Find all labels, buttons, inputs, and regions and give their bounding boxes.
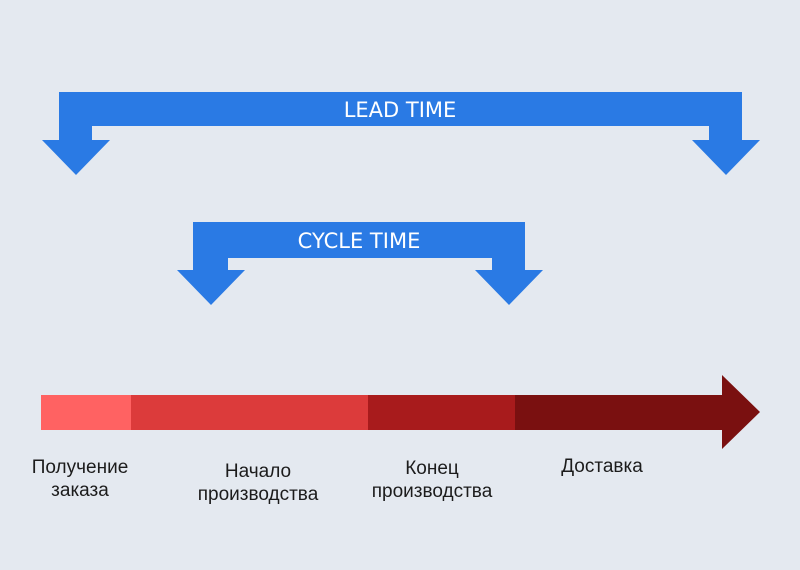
stage-label-line: Получение — [31, 457, 129, 478]
stage-label-delivery: Доставка — [561, 455, 643, 478]
stage-label-line: заказа — [51, 480, 109, 501]
stage-label-line: производства — [197, 484, 319, 505]
cycle-time-label: CYCLE TIME — [297, 229, 421, 253]
timeline-segment-order-received — [41, 395, 132, 430]
timeline-segment-delivery-arrow — [515, 375, 760, 449]
stage-label-order-received: Получение заказа — [32, 456, 129, 502]
stage-label-production-end: Конец производства — [372, 457, 493, 503]
stage-label-line: Доставка — [561, 456, 643, 477]
stage-label-line: Конец — [405, 458, 459, 479]
stage-label-line: производства — [371, 481, 493, 502]
cycle-time-bracket — [177, 222, 543, 305]
lead-time-label: LEAD TIME — [343, 98, 457, 122]
timeline-segment-production-end — [368, 395, 516, 430]
lead-time-bracket — [42, 92, 760, 175]
timeline-segment-production-start — [131, 395, 369, 430]
stage-label-production-start: Начало производства — [198, 460, 319, 506]
stage-label-line: Начало — [224, 461, 292, 482]
